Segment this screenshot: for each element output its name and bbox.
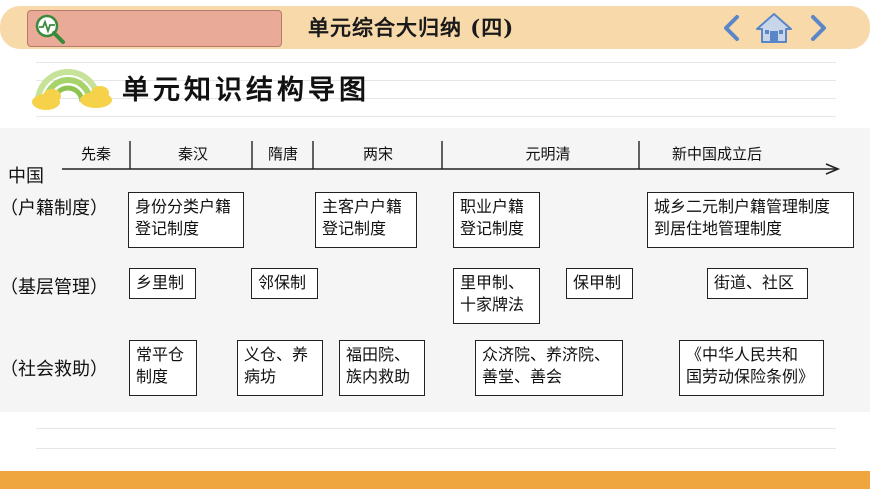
divider-line (36, 98, 836, 99)
search-box[interactable] (27, 10, 282, 47)
node-shehui-suitang: 义仓、养 病坊 (237, 340, 323, 396)
home-button[interactable] (755, 12, 793, 44)
divider-line (36, 62, 836, 63)
node-shehui-new: 《中华人民共和 国劳动保险条例》 (679, 340, 824, 396)
node-huji-song: 主客户户籍 登记制度 (315, 192, 417, 248)
timeline-axis (62, 141, 841, 175)
row-label-huji: （户籍制度） (0, 198, 108, 219)
divider-line (36, 116, 836, 117)
node-huji-ymq: 职业户籍 登记制度 (453, 192, 540, 248)
node-huji-new: 城乡二元制户籍管理制度 到居住地管理制度 (647, 192, 854, 248)
prev-button[interactable] (717, 12, 747, 44)
node-jiceng-ymq-lijia: 里甲制、 十家牌法 (453, 268, 540, 324)
period-liangsong: 两宋 (362, 145, 393, 163)
chevron-left-icon (724, 15, 739, 41)
node-jiceng-new: 街道、社区 (707, 268, 808, 299)
search-icon (35, 14, 65, 44)
page-title: 单元综合大归纳 (四) (308, 15, 515, 40)
node-jiceng-suitang: 邻保制 (251, 268, 318, 299)
period-qinhan: 秦汉 (177, 145, 208, 163)
home-icon (756, 13, 792, 43)
node-shehui-ymq: 众济院、养济院、 善堂、善会 (475, 340, 623, 396)
node-huji-qinhan: 身份分类户籍 登记制度 (128, 192, 244, 248)
divider-line (36, 428, 836, 429)
row-label-country: 中国 (8, 166, 44, 187)
chevron-right-icon (811, 15, 826, 41)
period-suitang: 隋唐 (267, 145, 298, 163)
section-title: 单元知识结构导图 (122, 75, 370, 106)
node-jiceng-qinhan: 乡里制 (129, 268, 196, 299)
divider-line (36, 448, 836, 449)
bottom-bar (0, 471, 870, 489)
period-xianqin: 先秦 (80, 145, 111, 163)
node-jiceng-ymq-baojia: 保甲制 (566, 268, 633, 299)
rainbow-clouds-icon (32, 69, 112, 110)
period-xinzhongguo: 新中国成立后 (671, 145, 762, 163)
next-button[interactable] (803, 12, 833, 44)
knowledge-map: 先秦 秦汉 隋唐 两宋 元明清 新中国成立后 中国 （户籍制度） （基层管理） … (0, 128, 870, 412)
row-label-shehui: （社会救助） (0, 359, 108, 380)
divider-line (36, 80, 836, 81)
row-label-jiceng: （基层管理） (0, 277, 108, 298)
node-shehui-qinhan: 常平仓 制度 (129, 340, 197, 396)
period-yuanmingqing: 元明清 (525, 145, 571, 163)
node-shehui-song: 福田院、 族内救助 (339, 340, 425, 396)
